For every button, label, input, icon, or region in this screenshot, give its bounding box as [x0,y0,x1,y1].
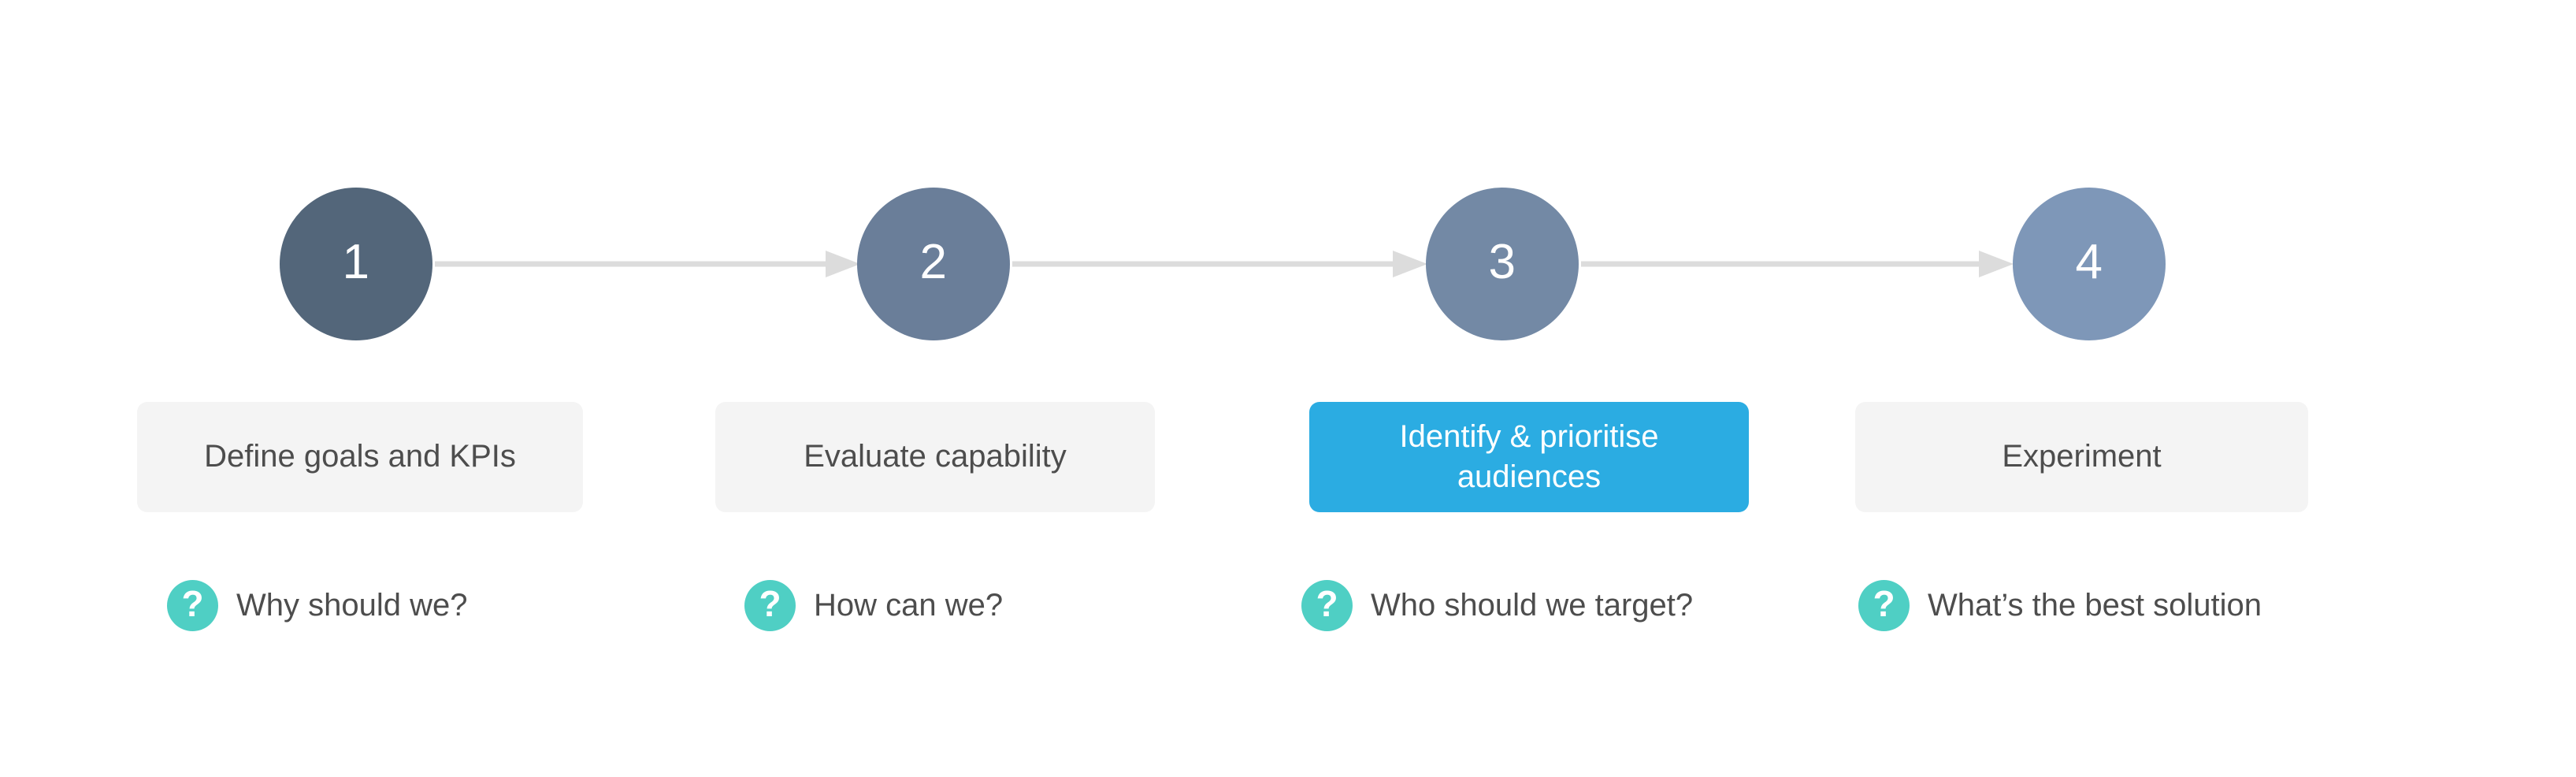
step-4-label-box[interactable]: Experiment [1855,402,2308,512]
question-mark-glyph: ? [1873,583,1895,624]
step-2-label-text: Evaluate capability [804,439,1067,474]
step-4-label-text: Experiment [2002,439,2162,474]
step-1-circle[interactable]: 1 [280,188,432,340]
step-4: 4 Experiment ? What’s the best solution [1802,0,2377,777]
step-1: 1 Define goals and KPIs ? Why should we? [69,0,644,777]
question-mark-glyph: ? [1316,583,1338,624]
step-3-circle[interactable]: 3 [1426,188,1579,340]
step-4-number: 4 [2075,235,2103,289]
step-1-label-text: Define goals and KPIs [204,439,516,474]
question-mark-icon: ? [1858,579,1910,631]
step-2: 2 Evaluate capability ? How can we? [646,0,1221,777]
question-mark-glyph: ? [181,583,204,624]
step-3-label-box[interactable]: Identify & prioritise audiences [1309,402,1749,512]
step-3-question-text: Who should we target? [1371,588,1694,623]
step-2-label-box[interactable]: Evaluate capability [715,402,1155,512]
step-4-circle[interactable]: 4 [2013,188,2166,340]
step-2-question-text: How can we? [814,588,1004,623]
step-1-question-row: ? Why should we? [167,575,467,635]
step-1-label-box[interactable]: Define goals and KPIs [137,402,583,512]
step-2-number: 2 [919,235,948,289]
step-4-question-text: What’s the best solution [1928,588,2262,623]
step-2-circle[interactable]: 2 [857,188,1010,340]
step-3-question-row: ? Who should we target? [1301,575,1693,635]
step-4-question-row: ? What’s the best solution [1858,575,2262,635]
question-mark-icon: ? [744,579,796,631]
step-1-number: 1 [342,235,370,289]
step-1-question-text: Why should we? [236,588,468,623]
step-3-number: 3 [1488,235,1516,289]
question-mark-glyph: ? [759,583,781,624]
step-3: 3 Identify & prioritise audiences ? Who … [1215,0,1790,777]
step-2-question-row: ? How can we? [744,575,1003,635]
step-3-label-text: Identify & prioritise audiences [1399,418,1659,494]
question-mark-icon: ? [167,579,218,631]
question-mark-icon: ? [1301,579,1353,631]
